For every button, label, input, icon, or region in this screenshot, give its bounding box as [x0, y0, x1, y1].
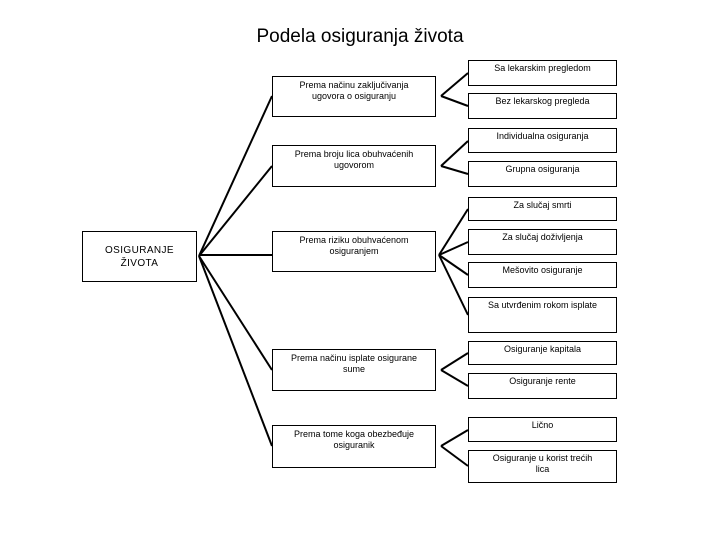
leaf-box-bez-lekarskog-pregleda: Bez lekarskog pregleda [468, 93, 617, 119]
leaf-label: Grupna osiguranja [505, 164, 580, 174]
leaf-label: Mešovito osiguranje [502, 265, 583, 275]
category-label: Prema načinu isplate osigurane sume [290, 353, 418, 374]
leaf-label: Osiguranje kapitala [503, 344, 582, 354]
category-label: Prema načinu zaključivanja ugovora o osi… [299, 80, 409, 101]
category-box-nacin-isplate: Prema načinu isplate osigurane sume [272, 349, 436, 391]
leaf-label: Osiguranje u korist trećih lica [492, 453, 593, 474]
leaf-box-grupna-osiguranja: Grupna osiguranja [468, 161, 617, 187]
leaf-box-osiguranje-u-korist-trecih-lica: Osiguranje u korist trećih lica [468, 450, 617, 483]
category-box-broj-lica: Prema broju lica obuhvaćenih ugovorom [272, 145, 436, 187]
leaf-box-za-slucaj-smrti: Za slučaj smrti [468, 197, 617, 221]
leaf-box-licno: Lično [468, 417, 617, 442]
leaf-label: Za slučaj doživljenja [502, 232, 583, 242]
category-box-nacin-zakljucivanja: Prema načinu zaključivanja ugovora o osi… [272, 76, 436, 117]
leaf-label: Osiguranje rente [509, 376, 576, 386]
leaf-box-mesovito-osiguranje: Mešovito osiguranje [468, 262, 617, 288]
leaf-box-osiguranje-kapitala: Osiguranje kapitala [468, 341, 617, 365]
slide-title: Podela osiguranja života [256, 26, 464, 47]
leaf-box-sa-lekarskim-pregledom: Sa lekarskim pregledom [468, 60, 617, 86]
leaf-label: Individualna osiguranja [496, 131, 589, 141]
root-box-osiguranje-zivota: OSIGURANJE ŽIVOTA [82, 231, 197, 282]
category-box-rizik: Prema riziku obuhvaćenom osiguranjem [272, 231, 436, 272]
category-box-koga-obezbedjuje: Prema tome koga obezbeđuje osiguranik [272, 425, 436, 468]
leaf-box-individualna-osiguranja: Individualna osiguranja [468, 128, 617, 153]
category-label: Prema tome koga obezbeđuje osiguranik [293, 429, 415, 450]
leaf-box-sa-utvrdjenim-rokom-isplate: Sa utvrđenim rokom isplate [468, 297, 617, 333]
leaf-label: Sa lekarskim pregledom [494, 63, 591, 73]
leaf-box-osiguranje-rente: Osiguranje rente [468, 373, 617, 399]
leaf-label: Sa utvrđenim rokom isplate [487, 300, 598, 310]
leaf-label: Lično [531, 420, 554, 430]
leaf-box-za-slucaj-dozivljenja: Za slučaj doživljenja [468, 229, 617, 255]
leaf-label: Bez lekarskog pregleda [495, 96, 590, 106]
leaf-label: Za slučaj smrti [513, 200, 572, 210]
category-label: Prema broju lica obuhvaćenih ugovorom [294, 149, 414, 170]
category-label: Prema riziku obuhvaćenom osiguranjem [299, 235, 409, 256]
root-box-label: OSIGURANJE ŽIVOTA [104, 244, 174, 269]
